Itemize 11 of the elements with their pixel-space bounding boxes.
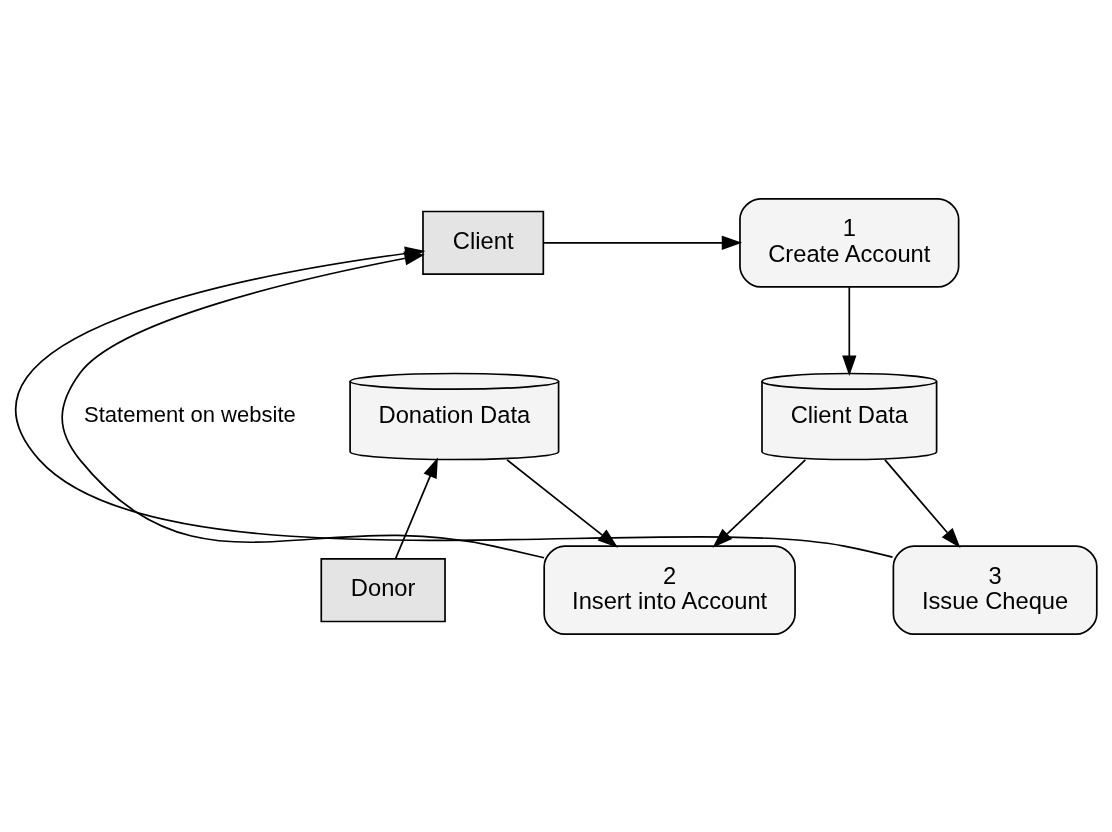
- arrow: [884, 458, 961, 548]
- node-box: 3 Issue Cheque: [892, 544, 1098, 635]
- arrow: [394, 456, 438, 559]
- node-box: 1 Create Account: [739, 197, 960, 288]
- arrow: [842, 285, 857, 376]
- node-box: Donor: [320, 557, 446, 622]
- node-box: 2 Insert into Account: [543, 544, 796, 635]
- edge-label: Statement on website: [84, 401, 296, 427]
- arrow: [543, 235, 743, 250]
- node-box: Client: [422, 210, 545, 275]
- arrow: [61, 250, 545, 559]
